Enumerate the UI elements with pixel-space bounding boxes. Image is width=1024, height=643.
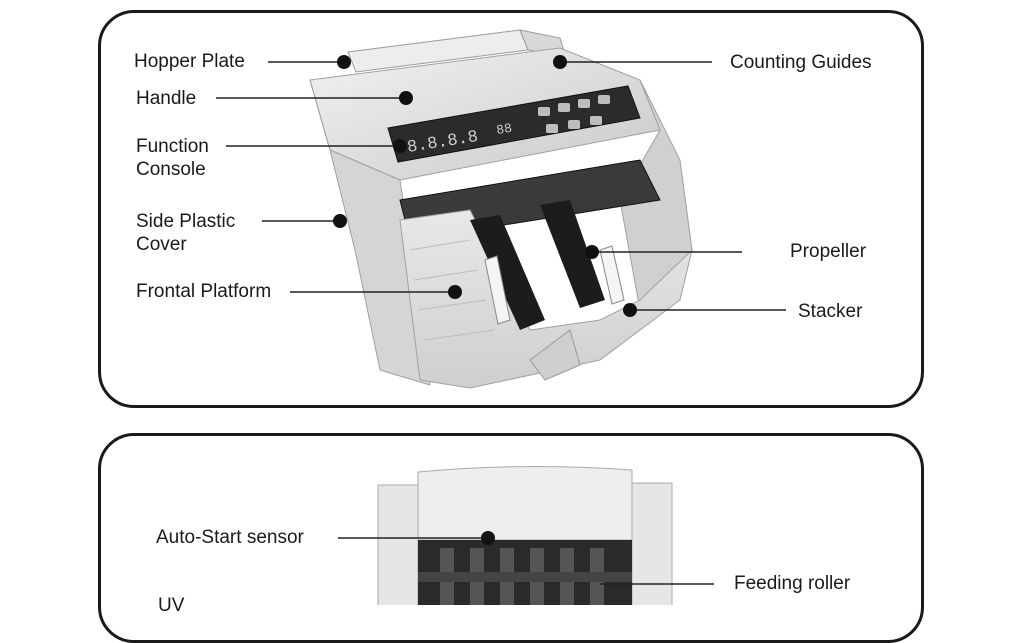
console-button xyxy=(558,103,570,112)
propeller-wheel-left xyxy=(470,215,545,330)
label-stacker: Stacker xyxy=(798,301,863,322)
console-button xyxy=(538,107,550,116)
label-function-console-line2: Console xyxy=(136,159,206,180)
label-hopper-plate: Hopper Plate xyxy=(134,51,245,72)
label-auto-start-sensor: Auto-Start sensor xyxy=(156,527,304,548)
propeller-wheels xyxy=(470,200,605,330)
console-button xyxy=(598,95,610,104)
label-side-plastic-cover-line1: Side Plastic xyxy=(136,211,236,232)
console-button xyxy=(578,99,590,108)
machine-illustration: 8.8.8.8 88 CUR xyxy=(216,29,786,605)
function-console-panel: 8.8.8.8 88 CUR xyxy=(387,85,641,163)
counting-machine-front-view xyxy=(377,465,673,605)
label-handle: Handle xyxy=(136,88,197,109)
display-cur-label: CUR xyxy=(511,140,525,148)
propeller-wheel-right xyxy=(540,200,605,308)
label-feeding-roller: Feeding roller xyxy=(734,573,851,594)
label-side-plastic-cover: Side Plastic Cover xyxy=(136,210,235,256)
label-uv-partial: UV xyxy=(158,595,185,616)
label-function-console-line1: Function xyxy=(136,136,209,157)
console-button xyxy=(568,120,580,129)
label-side-plastic-cover-line2: Cover xyxy=(136,234,187,255)
leader-lines-bottom xyxy=(338,531,714,585)
counting-machine-top-view: 8.8.8.8 88 CUR xyxy=(309,29,693,389)
console-button xyxy=(590,116,602,125)
label-frontal-platform: Frontal Platform xyxy=(136,281,272,302)
label-counting-guides: Counting Guides xyxy=(730,52,872,73)
label-function-console: Function Console xyxy=(136,135,209,181)
leader-lines-top xyxy=(216,55,786,317)
display-small-digits: 88 xyxy=(495,121,513,138)
label-propeller: Propeller xyxy=(790,241,867,262)
console-button xyxy=(546,124,558,133)
